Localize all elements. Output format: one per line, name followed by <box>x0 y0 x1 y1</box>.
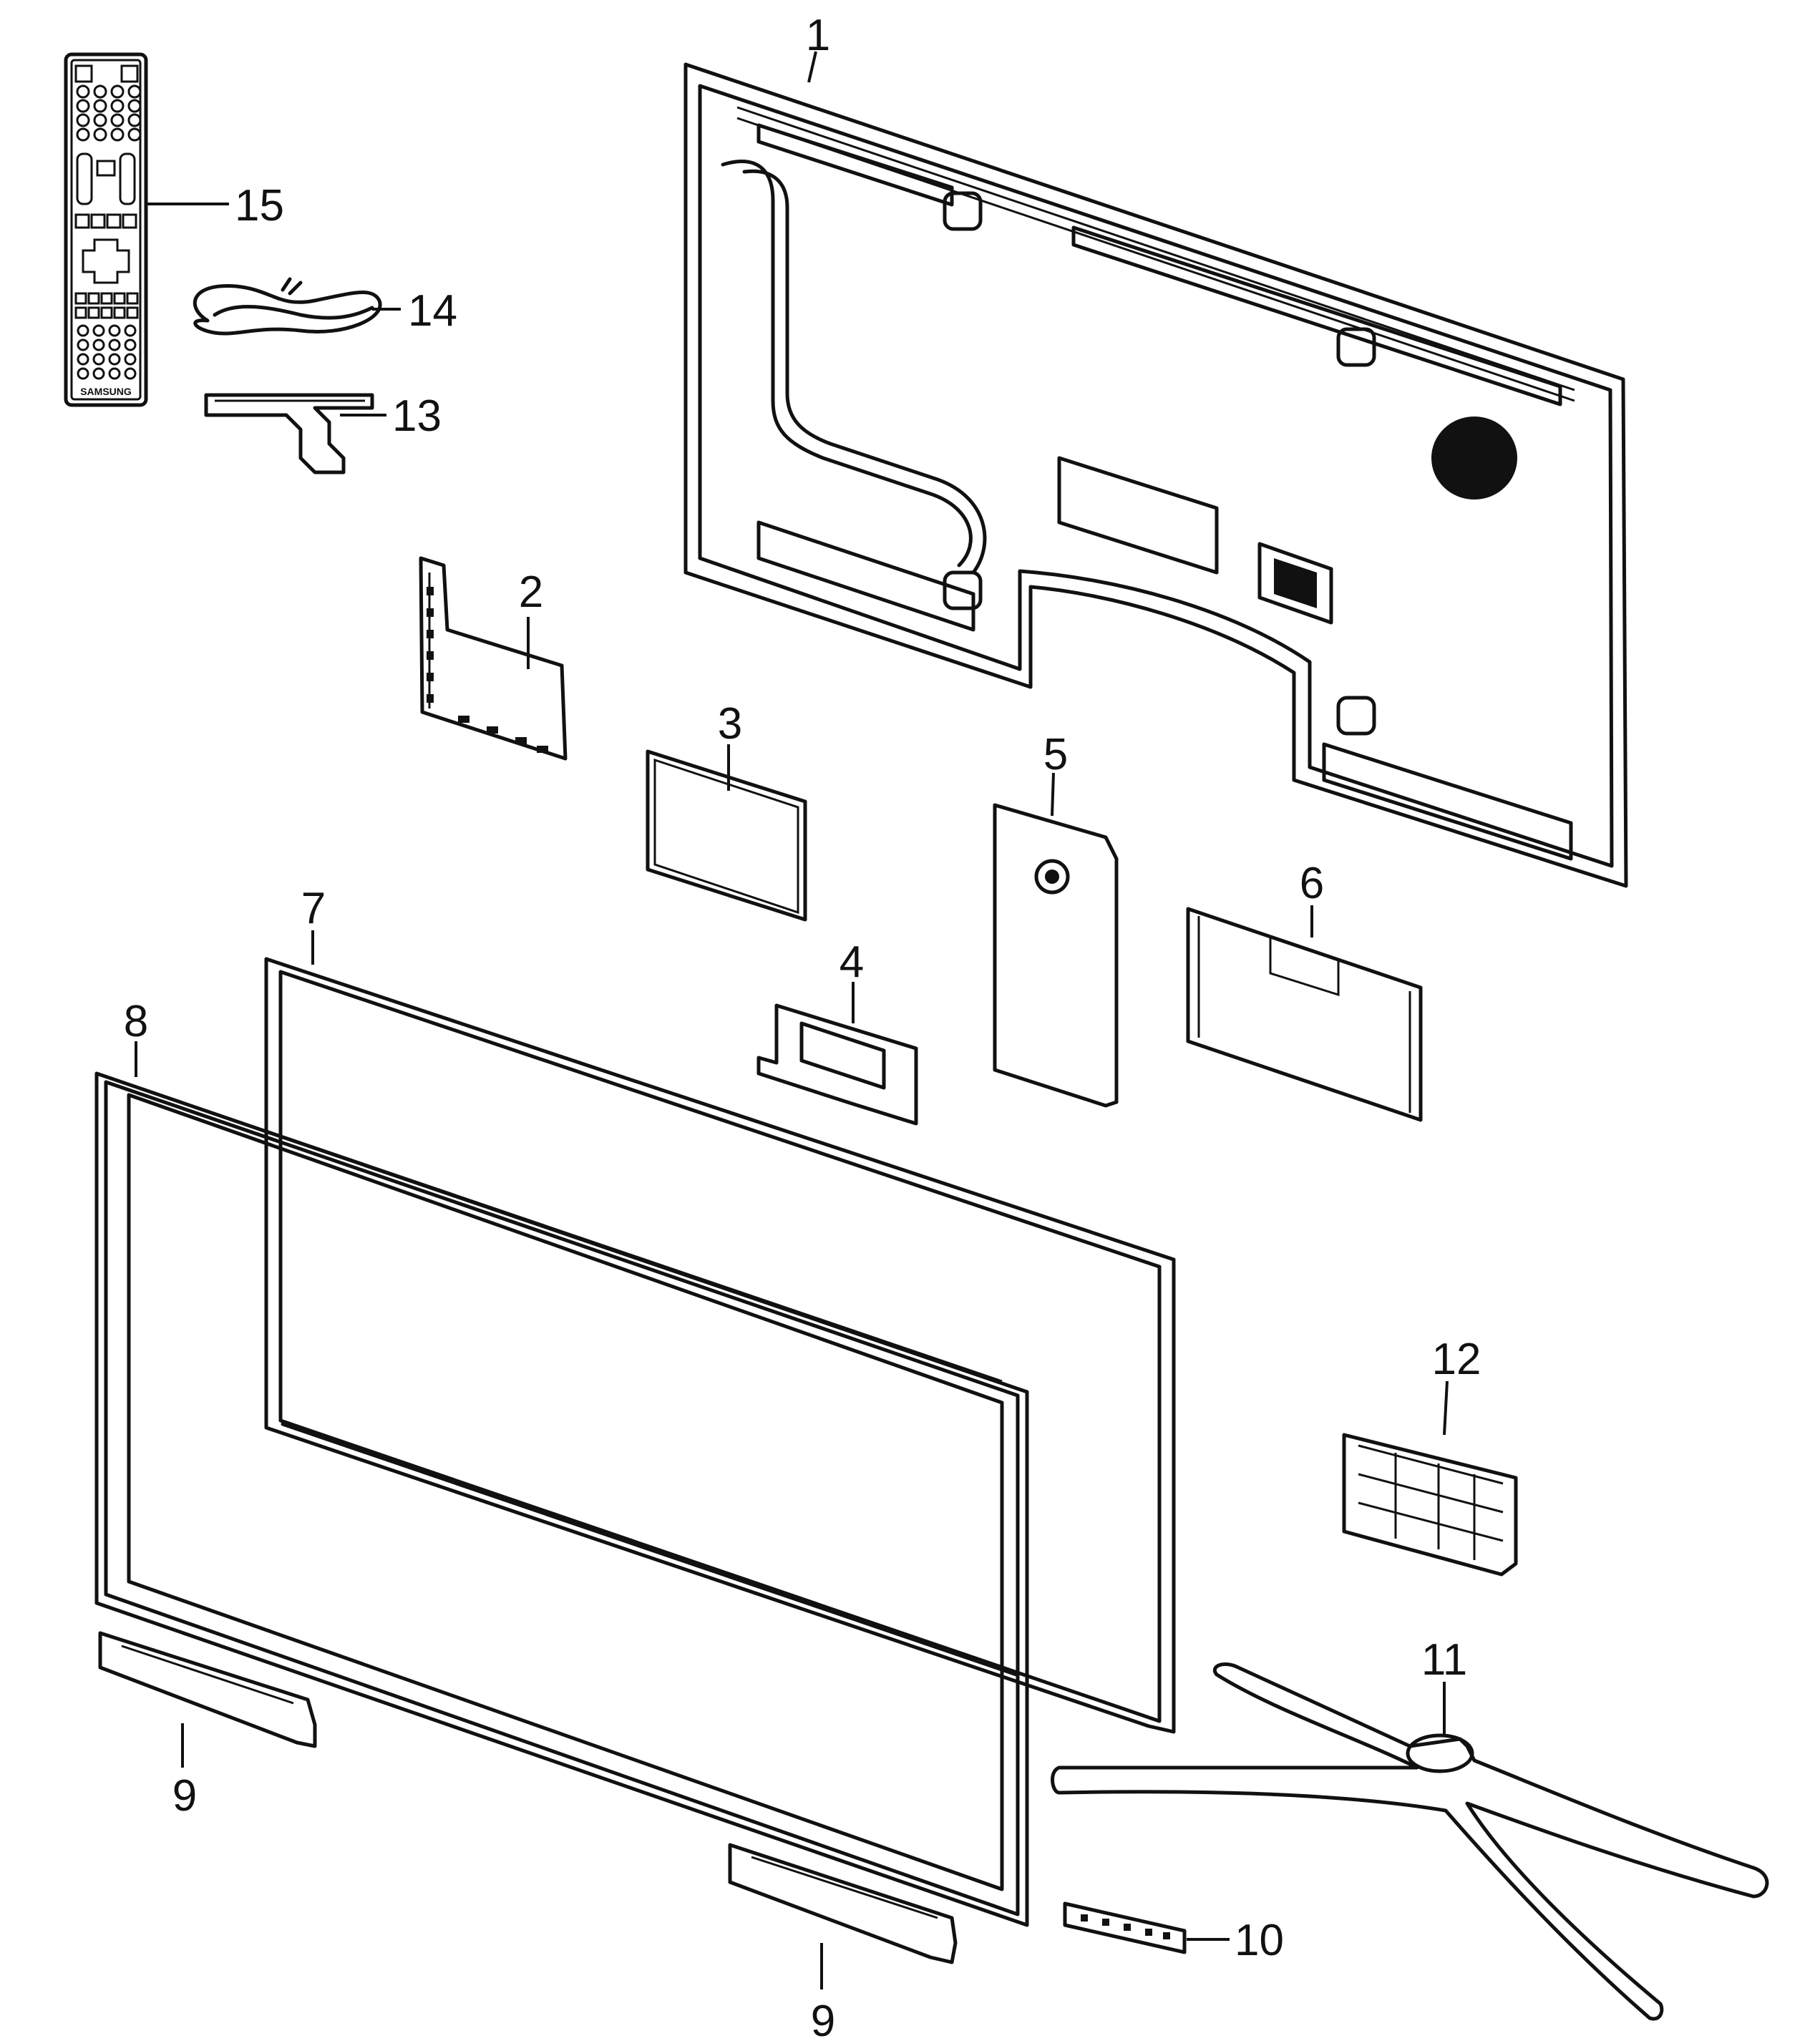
remote-button <box>74 306 87 319</box>
callout-12: 12 <box>1432 1335 1481 1384</box>
part-01-rear-cover <box>683 62 1628 888</box>
callout-3: 3 <box>718 699 742 749</box>
remote-button <box>120 64 139 83</box>
remote-button <box>93 113 107 127</box>
part-12-stand-cover <box>1342 1433 1518 1577</box>
leader-lines <box>135 51 1449 1989</box>
part-02-main-board <box>419 556 568 761</box>
callout-9-right: 9 <box>811 1997 835 2041</box>
callout-labels: 1 2 3 4 5 6 7 8 9 9 10 11 12 13 14 15 <box>124 11 1481 2041</box>
remote-button <box>127 99 142 113</box>
remote-button <box>76 84 90 99</box>
remote-button <box>113 306 126 319</box>
part-08-front-bezel <box>94 1071 1029 1927</box>
remote-button <box>87 292 100 305</box>
remote-button <box>74 213 90 229</box>
remote-button <box>77 353 89 366</box>
callout-7: 7 <box>301 884 326 933</box>
remote-button <box>119 152 136 205</box>
callout-2: 2 <box>519 568 543 617</box>
remote-button <box>100 292 113 305</box>
remote-button <box>127 84 142 99</box>
remote-button <box>92 324 105 337</box>
callout-10: 10 <box>1235 1916 1284 1965</box>
part-03-shield-plate <box>646 749 807 922</box>
part-04-small-bracket <box>756 1003 918 1126</box>
remote-button <box>76 127 90 142</box>
remote-button <box>90 213 106 229</box>
remote-button <box>87 306 100 319</box>
callout-4: 4 <box>840 937 864 987</box>
remote-button <box>113 292 126 305</box>
remote-button <box>108 324 121 337</box>
remote-button <box>93 127 107 142</box>
remote-button <box>127 127 142 142</box>
remote-button <box>126 292 139 305</box>
remote-button <box>122 213 137 229</box>
part-05-stand-bracket <box>993 803 1119 1108</box>
remote-button <box>96 160 116 177</box>
part-10-ir-board <box>1063 1901 1187 1954</box>
callout-13: 13 <box>392 391 442 441</box>
callout-9-left: 9 <box>172 1771 197 1821</box>
remote-button <box>108 367 121 380</box>
remote-button <box>100 306 113 319</box>
remote-button <box>108 353 121 366</box>
remote-button <box>76 99 90 113</box>
remote-button <box>93 99 107 113</box>
callout-15: 15 <box>235 181 284 230</box>
callout-14: 14 <box>408 286 457 336</box>
part-11-stand-base <box>1051 1662 1769 2021</box>
part-09-speaker-left <box>98 1631 317 1748</box>
part-09-speaker-right <box>728 1843 958 1964</box>
remote-button <box>110 84 125 99</box>
remote-button <box>124 324 137 337</box>
remote-button <box>76 152 93 205</box>
callout-5: 5 <box>1043 730 1068 779</box>
remote-button <box>74 292 87 305</box>
remote-button <box>110 99 125 113</box>
remote-button <box>110 127 125 142</box>
remote-button <box>124 353 137 366</box>
remote-button <box>77 338 89 351</box>
callout-8: 8 <box>124 997 148 1046</box>
remote-button <box>110 113 125 127</box>
part-15-remote-control: SAMSUNG <box>64 52 148 407</box>
remote-button <box>82 238 130 284</box>
part-14-power-cord <box>193 277 382 336</box>
remote-button <box>126 306 139 319</box>
remote-button <box>77 324 89 337</box>
remote-button <box>76 113 90 127</box>
part-06-wall-mount-bracket <box>1186 907 1423 1122</box>
part-13-ribbon-cable <box>204 393 374 474</box>
remote-button <box>124 338 137 351</box>
remote-button <box>93 84 107 99</box>
callout-1: 1 <box>806 11 830 60</box>
remote-button <box>108 338 121 351</box>
remote-button <box>74 64 93 83</box>
remote-button <box>106 213 122 229</box>
remote-button <box>77 367 89 380</box>
remote-button <box>124 367 137 380</box>
callout-6: 6 <box>1300 859 1324 908</box>
remote-button <box>92 338 105 351</box>
part-07-panel <box>264 957 1176 1734</box>
remote-button <box>92 367 105 380</box>
remote-button <box>92 353 105 366</box>
remote-brand-label: SAMSUNG <box>80 386 132 397</box>
remote-button <box>127 113 142 127</box>
callout-11: 11 <box>1421 1635 1467 1685</box>
